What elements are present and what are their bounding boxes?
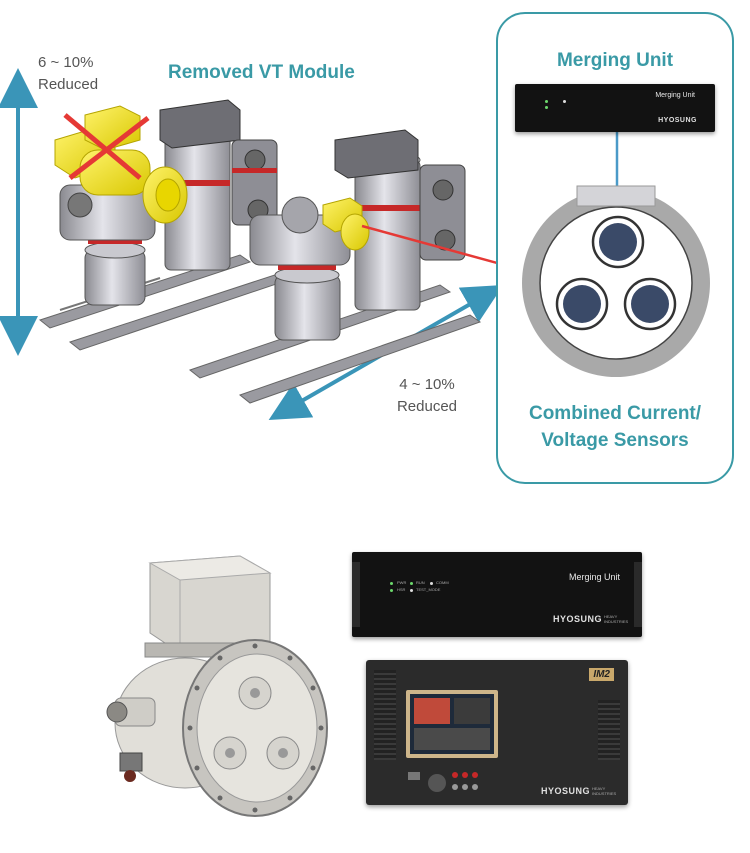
led-label-hsr: HSR	[397, 587, 406, 592]
removed-vt-label: Removed VT Module	[168, 62, 355, 83]
gis-bay-left	[38, 99, 302, 351]
sensor-label: Combined Current/ Voltage Sensors	[497, 400, 733, 454]
merging-unit-label: Merging Unit	[556, 50, 674, 71]
merging-unit-small-brand: HYOSUNG	[658, 117, 697, 124]
ied-brand-sub: HEAVY INDUSTRIES	[592, 786, 617, 796]
height-reduction-text: 6 ~ 10% Reduced	[38, 52, 98, 96]
width-reduction-label: Reduced	[396, 398, 458, 415]
merging-unit-device-brand: HYOSUNG	[552, 614, 602, 624]
ied-display	[410, 694, 494, 754]
ied-keypad	[428, 770, 498, 796]
merging-unit-small-title: Merging Unit	[655, 92, 695, 99]
merging-unit-small: Merging Unit HYOSUNG	[515, 84, 715, 132]
sensor-label-line2: Voltage Sensors	[541, 430, 689, 451]
ied-model-badge: IM2	[589, 668, 614, 681]
led-label-test-mode: TEST_MODE	[416, 587, 441, 592]
ied-brand: HYOSUNG	[540, 786, 590, 796]
led-label-comm: COMM	[436, 580, 449, 585]
sensor-housing-photo	[106, 555, 328, 817]
removed-cross	[63, 113, 150, 180]
sensor-label-line1: Combined Current/	[528, 403, 702, 424]
led-label-run: RUN	[416, 580, 425, 585]
gis-bay-right	[188, 129, 482, 404]
width-reduction-value: 4 ~ 10%	[399, 376, 455, 393]
height-reduction-label: Reduced	[38, 76, 99, 93]
combined-sensor-cross-section	[522, 185, 710, 377]
merging-unit-device-title: Merging Unit	[568, 572, 620, 582]
merging-unit-device: PWR HSR RUN TEST_MODE COMM Merging Unit …	[352, 552, 642, 637]
removed-vt-module	[54, 105, 188, 224]
merging-unit-device-brand-sub: HEAVY INDUSTRIES	[604, 614, 629, 624]
ied-screen-bezel	[406, 690, 498, 758]
led-label-pwr: PWR	[397, 580, 407, 585]
height-reduction-value: 6 ~ 10%	[38, 54, 94, 71]
width-reduction-text: 4 ~ 10% Reduced	[392, 374, 462, 418]
protection-ied-device: IM2 HYOSUNG HEAVY INDUSTRIES	[366, 660, 628, 805]
